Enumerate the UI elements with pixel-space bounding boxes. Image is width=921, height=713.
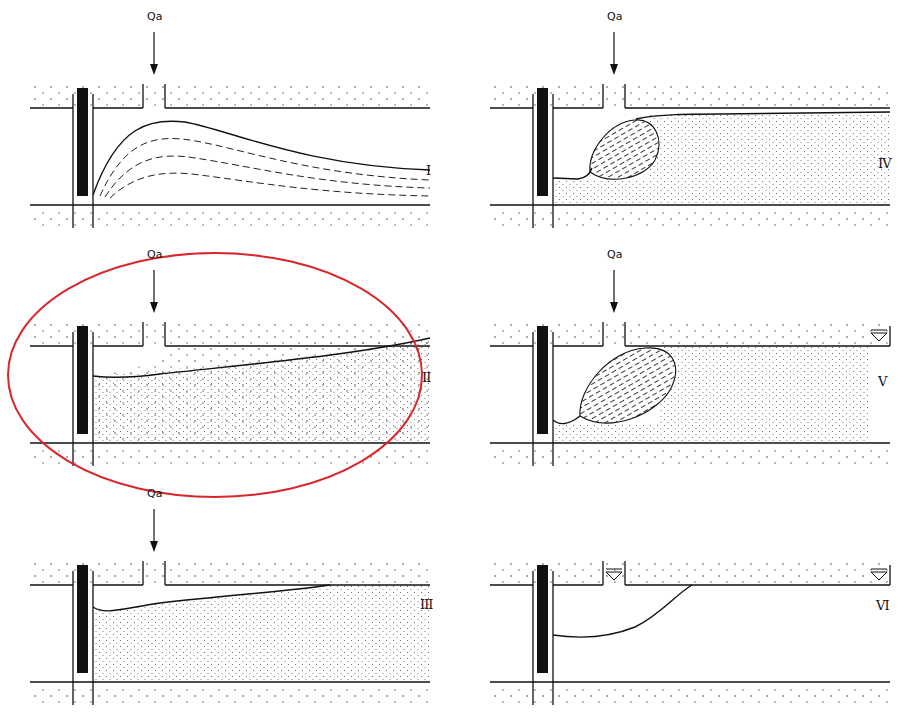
- water-table: [93, 585, 330, 611]
- panel-six: [490, 561, 890, 707]
- flow-label: Qa: [145, 10, 164, 23]
- frozen-zone: [590, 120, 659, 179]
- water-table: [93, 121, 430, 195]
- flow-lines: [100, 139, 430, 198]
- panel-number: III: [418, 597, 434, 612]
- water-table: [553, 416, 580, 423]
- panel-three: [30, 509, 430, 707]
- panel-five: [490, 270, 890, 468]
- panel-number: II: [420, 370, 432, 385]
- panel-number: IV: [876, 156, 893, 171]
- flow-label: Qa: [145, 248, 164, 261]
- highlight-ellipse: [8, 253, 422, 497]
- flow-label: Qa: [605, 10, 624, 23]
- panel-number: VI: [874, 598, 891, 613]
- water-table: [553, 585, 692, 637]
- panel-number: V: [876, 374, 888, 389]
- flow-label: Qa: [145, 487, 164, 500]
- flow-label: Qa: [605, 248, 624, 261]
- frozen-zone: [580, 348, 676, 423]
- water-level-symbol: [606, 569, 622, 580]
- water-table: [93, 338, 430, 377]
- panel-four: [490, 32, 890, 230]
- panel-number: I: [424, 163, 432, 178]
- water-table: [553, 112, 890, 179]
- panel-one: [30, 32, 430, 230]
- panel-two: [30, 270, 430, 468]
